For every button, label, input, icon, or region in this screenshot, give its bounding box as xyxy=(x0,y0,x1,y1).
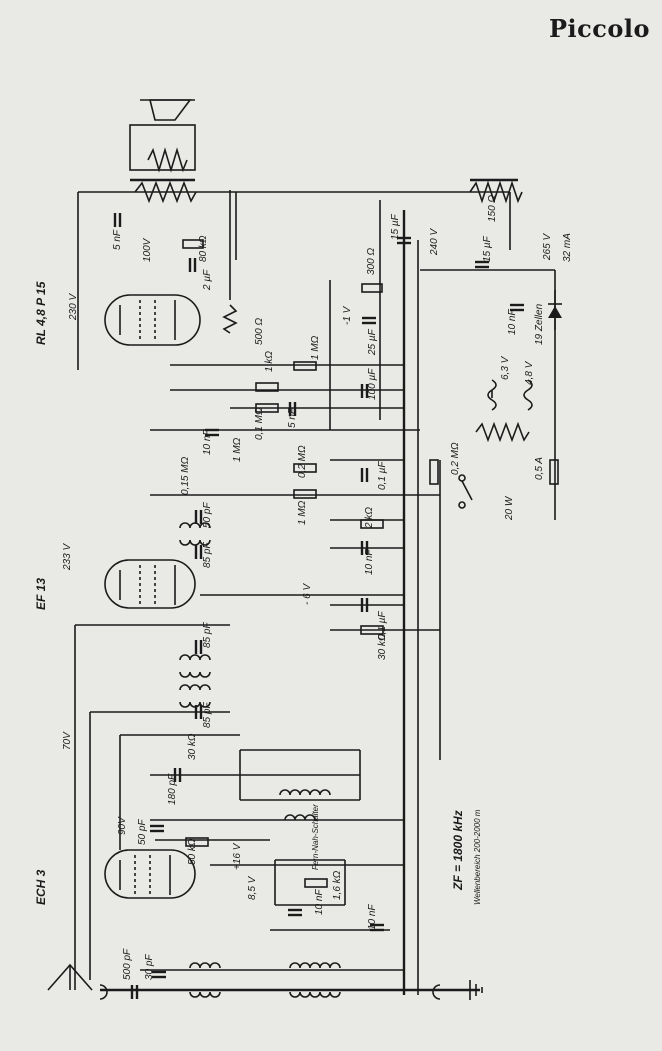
supply-voltage: 265 V xyxy=(542,233,553,261)
cap-label-12: 50 pF xyxy=(202,502,213,528)
cap-label-6: 25 µF xyxy=(367,328,378,356)
mixer-osc-voltage: 90V xyxy=(117,816,128,835)
cap-label-8: 5 nF xyxy=(287,407,298,428)
res-label-11: 1 MΩ xyxy=(297,500,308,525)
cap-label-13: 85 pF xyxy=(202,542,213,568)
cap-label-14: 85 pF xyxy=(202,622,213,648)
cap-label-19: 10 nF xyxy=(314,889,325,915)
res-label-2: 500 Ω xyxy=(254,318,265,345)
voltage-85: 8,5 V xyxy=(247,875,258,900)
res-label-1: 80 kΩ xyxy=(198,235,209,262)
cap-label-22: 30 pF xyxy=(144,954,155,980)
cap-label-9: 10 nF xyxy=(202,429,213,455)
mixer-side-voltage: 70V xyxy=(62,731,73,750)
res-label-12: 2 kΩ xyxy=(364,507,375,529)
heater-63: 6,3 V xyxy=(500,355,511,380)
resistors xyxy=(182,239,559,888)
supply-current: 32 mA xyxy=(562,233,573,262)
res-label-4: 1 MΩ xyxy=(310,335,321,360)
ground xyxy=(432,980,483,1000)
output-tube xyxy=(104,294,201,346)
switch-label: Fern-Nah-Schalter xyxy=(311,804,320,870)
if-tube-label: EF 13 xyxy=(34,578,48,610)
voltage-240: 240 V xyxy=(429,228,440,256)
res-label-10: 0,2 MΩ xyxy=(450,442,461,475)
cap-label-4: 15 µF xyxy=(482,235,493,262)
zeilen-label: 19 Zellen xyxy=(534,303,545,345)
res-label-16: 1,6 kΩ xyxy=(332,870,343,900)
cap-label-21: 500 pF xyxy=(122,948,133,980)
loudspeaker xyxy=(129,99,197,204)
wave-range: Wellenbereich 200-2000 m xyxy=(473,809,482,905)
voltage-neg: -1 V xyxy=(342,305,353,325)
cap-label-1: 5 nF xyxy=(112,229,123,250)
power-label: 20 W xyxy=(504,495,515,521)
cap-label-2: 2 µF xyxy=(202,269,213,291)
antenna xyxy=(47,963,108,1000)
res-label-14: 30 kΩ xyxy=(187,733,198,760)
output-tube-label: RL 4,8 P 15 xyxy=(34,281,48,345)
capacitors xyxy=(113,213,524,999)
mixer-tube-label: ECH 3 xyxy=(34,869,48,905)
cap-label-5: 10 nF xyxy=(507,309,518,335)
cap-label-18: 50 pF xyxy=(137,819,148,845)
fuse-label: 0,5 A xyxy=(534,457,545,480)
res-label-15: 50 kΩ xyxy=(187,838,198,865)
field-coil: 150 Ω xyxy=(469,178,523,222)
voltage-16: +16 V xyxy=(232,842,243,870)
if-tube xyxy=(104,559,196,609)
output-tube-voltage: 230 V xyxy=(68,293,79,321)
res-label-5: 1 kΩ xyxy=(264,351,275,372)
cap-label-20: 10 nF xyxy=(367,904,378,930)
field-coil-label: 150 Ω xyxy=(487,195,498,222)
cap-label-7: 100 µF xyxy=(367,368,378,400)
cap-label-10: 0,1 µF xyxy=(377,461,388,490)
cap-label-16: 0,1 µF xyxy=(377,611,388,640)
res-label-6: 1 MΩ xyxy=(232,437,243,462)
cap-label-17: 180 pF xyxy=(167,773,178,805)
diagram-title: Piccolo xyxy=(548,14,650,43)
mixer-tube xyxy=(104,849,196,899)
cap-label-15: 85 pF xyxy=(202,702,213,728)
res-label-8: 0,15 MΩ xyxy=(180,456,191,495)
output-anode-voltage: 100V xyxy=(142,237,153,262)
bus-lines xyxy=(74,190,556,995)
coils xyxy=(179,379,533,998)
res-label-3: 300 Ω xyxy=(366,248,377,275)
res-label-13: 30 kΩ xyxy=(377,633,388,660)
rectifier xyxy=(548,290,562,330)
component-labels: 5 nF 80 kΩ 2 µF 500 Ω 300 Ω 15 µF 240 V … xyxy=(112,213,573,980)
cap-label-11: 10 nF xyxy=(364,549,375,575)
mains-switch xyxy=(458,474,473,509)
heater-48: 4,8 V xyxy=(524,360,535,385)
res-label-7: 0,1 MΩ xyxy=(254,407,265,440)
if-frequency: ZF = 1800 kHz xyxy=(451,810,465,891)
res-label-9: 0,2 MΩ xyxy=(297,445,308,478)
cap-label-3: 15 µF xyxy=(390,213,401,240)
voltage-neg6: - 6 V xyxy=(302,583,313,605)
if-tube-voltage: 233 V xyxy=(62,543,73,571)
